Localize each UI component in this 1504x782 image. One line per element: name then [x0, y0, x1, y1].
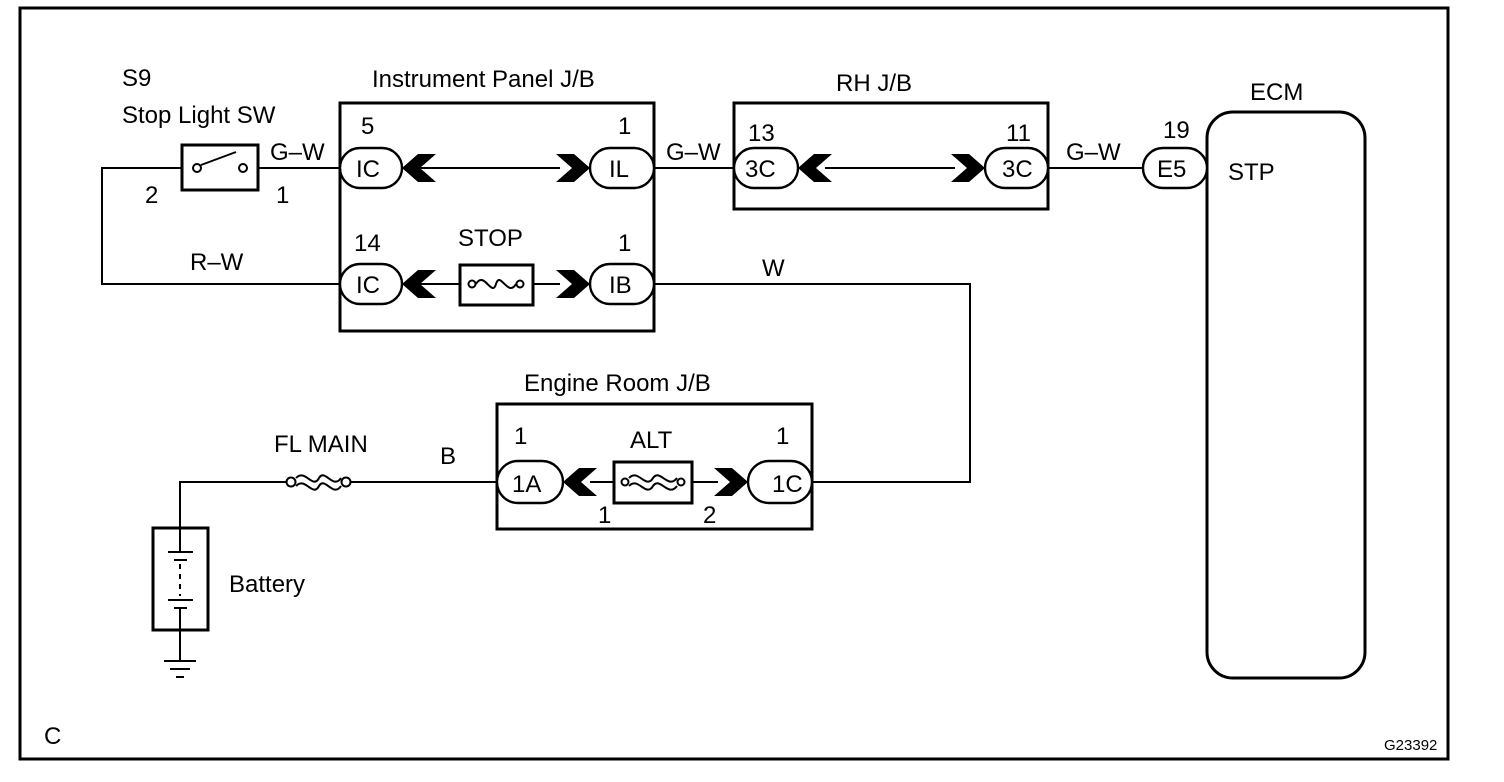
er-fuse-label: ALT: [630, 427, 673, 454]
ecm-connector: E5: [1157, 156, 1186, 183]
alt-fuse: [612, 460, 694, 505]
arrow-rh-right: [951, 154, 985, 182]
stop-light-switch: [180, 143, 260, 192]
arrow-rh-left: [798, 154, 832, 182]
switch-pin-2: 2: [145, 182, 158, 209]
er-jb-title: Engine Room J/B: [524, 370, 711, 397]
alt-fuse-element: [628, 474, 678, 483]
wire-sw-return: [101, 167, 340, 285]
fl-end-right: [340, 476, 352, 488]
figure-code: G23392: [1384, 737, 1437, 754]
alt-fuse-body: [612, 460, 694, 505]
instrument-panel-jb-box: [338, 101, 656, 333]
fl-main-label: FL MAIN: [274, 431, 368, 458]
ecm-pin: 19: [1163, 117, 1190, 144]
arrow-er-right: [714, 468, 748, 496]
ip-pin-bottom-left: 14: [354, 230, 381, 257]
wire-label-ip-to-er: W: [762, 255, 785, 282]
switch-body: [180, 143, 260, 192]
switch-blade: [200, 151, 237, 166]
ground-symbol: [164, 660, 196, 678]
rh-pin-left: 13: [748, 120, 775, 147]
switch-name: Stop Light SW: [122, 102, 276, 129]
engine-room-jb-box: [495, 402, 814, 531]
wire-label-rh-to-ecm: G–W: [1066, 139, 1121, 166]
wire-batt-to-fl: [179, 481, 287, 528]
switch-pin-1: 1: [276, 182, 289, 209]
ip-pin-bottom-right: 1: [618, 230, 631, 257]
switch-code: S9: [122, 65, 151, 92]
labels: S9 Stop Light SW 2 1 G–W R–W Instrument …: [44, 65, 1437, 754]
rh-jb-box: [732, 101, 1050, 211]
ecm-title: ECM: [1250, 79, 1303, 106]
er-pin-right: 1: [776, 423, 789, 450]
alt-fuse-end-left: [620, 477, 630, 487]
wire-label-sw-to-ip: G–W: [270, 139, 325, 166]
alt-fuse-element-2: [628, 482, 678, 491]
ecm-box: [1205, 110, 1367, 680]
switch-contact-right: [238, 163, 248, 173]
stop-fuse: [458, 263, 535, 307]
rh-jb-title: RH J/B: [836, 70, 912, 97]
connector-arrows: [402, 154, 985, 496]
fl-element-2: [295, 482, 342, 491]
alt-fuse-end-right: [676, 477, 686, 487]
rh-conn-left: 3C: [745, 156, 776, 183]
ip-pin-top-left: 5: [361, 113, 374, 140]
er-conn-right: 1C: [772, 471, 803, 498]
ip-conn-top-right: IL: [609, 156, 629, 183]
stop-fuse-body: [458, 263, 535, 307]
wire-label-ip-to-rh: G–W: [666, 139, 721, 166]
switch-contact-left: [192, 163, 202, 173]
arrow-ip-top-left: [402, 154, 436, 182]
diagram-frame: [18, 6, 1450, 761]
connectors: [338, 146, 1209, 505]
arrow-ip-top-right: [556, 154, 590, 182]
rh-conn-right: 3C: [1002, 156, 1033, 183]
wire-label-batt-to-er: B: [440, 443, 456, 470]
arrow-er-left: [563, 468, 597, 496]
connector-ecm-e5: [1141, 146, 1209, 190]
stop-fuse-end-left: [467, 279, 477, 289]
ecm-terminal: STP: [1228, 159, 1275, 186]
ip-pin-top-right: 1: [618, 113, 631, 140]
ip-conn-bottom-right: IB: [609, 272, 632, 299]
corner-letter: C: [44, 723, 61, 750]
stop-fuse-element: [475, 279, 517, 289]
er-fuse-pin-left: 1: [598, 502, 611, 529]
stop-fuse-end-right: [515, 279, 525, 289]
ip-fuse-label: STOP: [458, 225, 523, 252]
battery-symbol: [151, 526, 210, 632]
wires: [101, 167, 1143, 660]
fl-main-fusible-link: [285, 474, 352, 491]
fl-end-left: [285, 476, 297, 488]
ip-conn-bottom-left: IC: [356, 272, 380, 299]
er-pin-left: 1: [514, 423, 527, 450]
ip-jb-title: Instrument Panel J/B: [372, 66, 595, 93]
er-conn-left: 1A: [512, 471, 541, 498]
battery-label: Battery: [229, 571, 305, 598]
wire-label-sw-return: R–W: [190, 249, 244, 276]
arrow-ip-bottom-right: [556, 270, 590, 298]
ip-conn-top-left: IC: [356, 156, 380, 183]
rh-pin-right: 11: [1006, 120, 1031, 147]
er-fuse-pin-right: 2: [703, 502, 716, 529]
arrow-ip-bottom-left: [402, 270, 436, 298]
wire-ip-to-er: [654, 283, 971, 483]
fl-element: [295, 474, 342, 483]
